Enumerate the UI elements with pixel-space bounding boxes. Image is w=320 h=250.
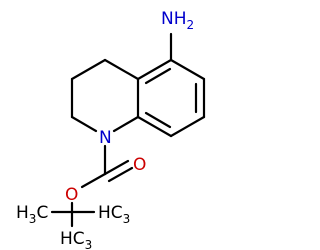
boc-group-bonds bbox=[50, 144, 134, 228]
bond-n1-c8a bbox=[112, 115, 140, 133]
ester-oxygen-label: O bbox=[65, 185, 78, 205]
methyl-bottom-label: HC3 bbox=[60, 229, 92, 250]
bond-c7-c8 bbox=[136, 115, 173, 138]
bond-c8a-c4a-inner bbox=[144, 67, 172, 85]
bond-c7-c8-inner bbox=[144, 111, 172, 129]
molecule-structure: NH2 N O O H3C HC3 HC3 bbox=[16, 9, 206, 250]
bond-c6-c7 bbox=[169, 115, 206, 138]
amine-label: NH2 bbox=[161, 9, 194, 32]
bond-c4a-c4 bbox=[103, 58, 140, 81]
bond-carbonyl-ester-o bbox=[80, 172, 107, 189]
carbonyl-oxygen-label: O bbox=[133, 155, 146, 175]
bond-c8a-c4a bbox=[136, 58, 173, 81]
bond-carbonyl-double-b bbox=[107, 166, 134, 183]
bond-carbonyl-double-a bbox=[103, 159, 130, 176]
ring-nitrogen-label: N bbox=[99, 128, 112, 148]
bond-c2-n1 bbox=[70, 115, 98, 133]
benzene-ring bbox=[136, 58, 206, 138]
methyl-right-label: HC3 bbox=[98, 203, 130, 226]
bond-c4-c3 bbox=[70, 58, 107, 81]
saturated-ring bbox=[70, 58, 140, 133]
methyl-left-label: H3C bbox=[16, 203, 48, 226]
bond-c4a-c5 bbox=[169, 58, 206, 81]
